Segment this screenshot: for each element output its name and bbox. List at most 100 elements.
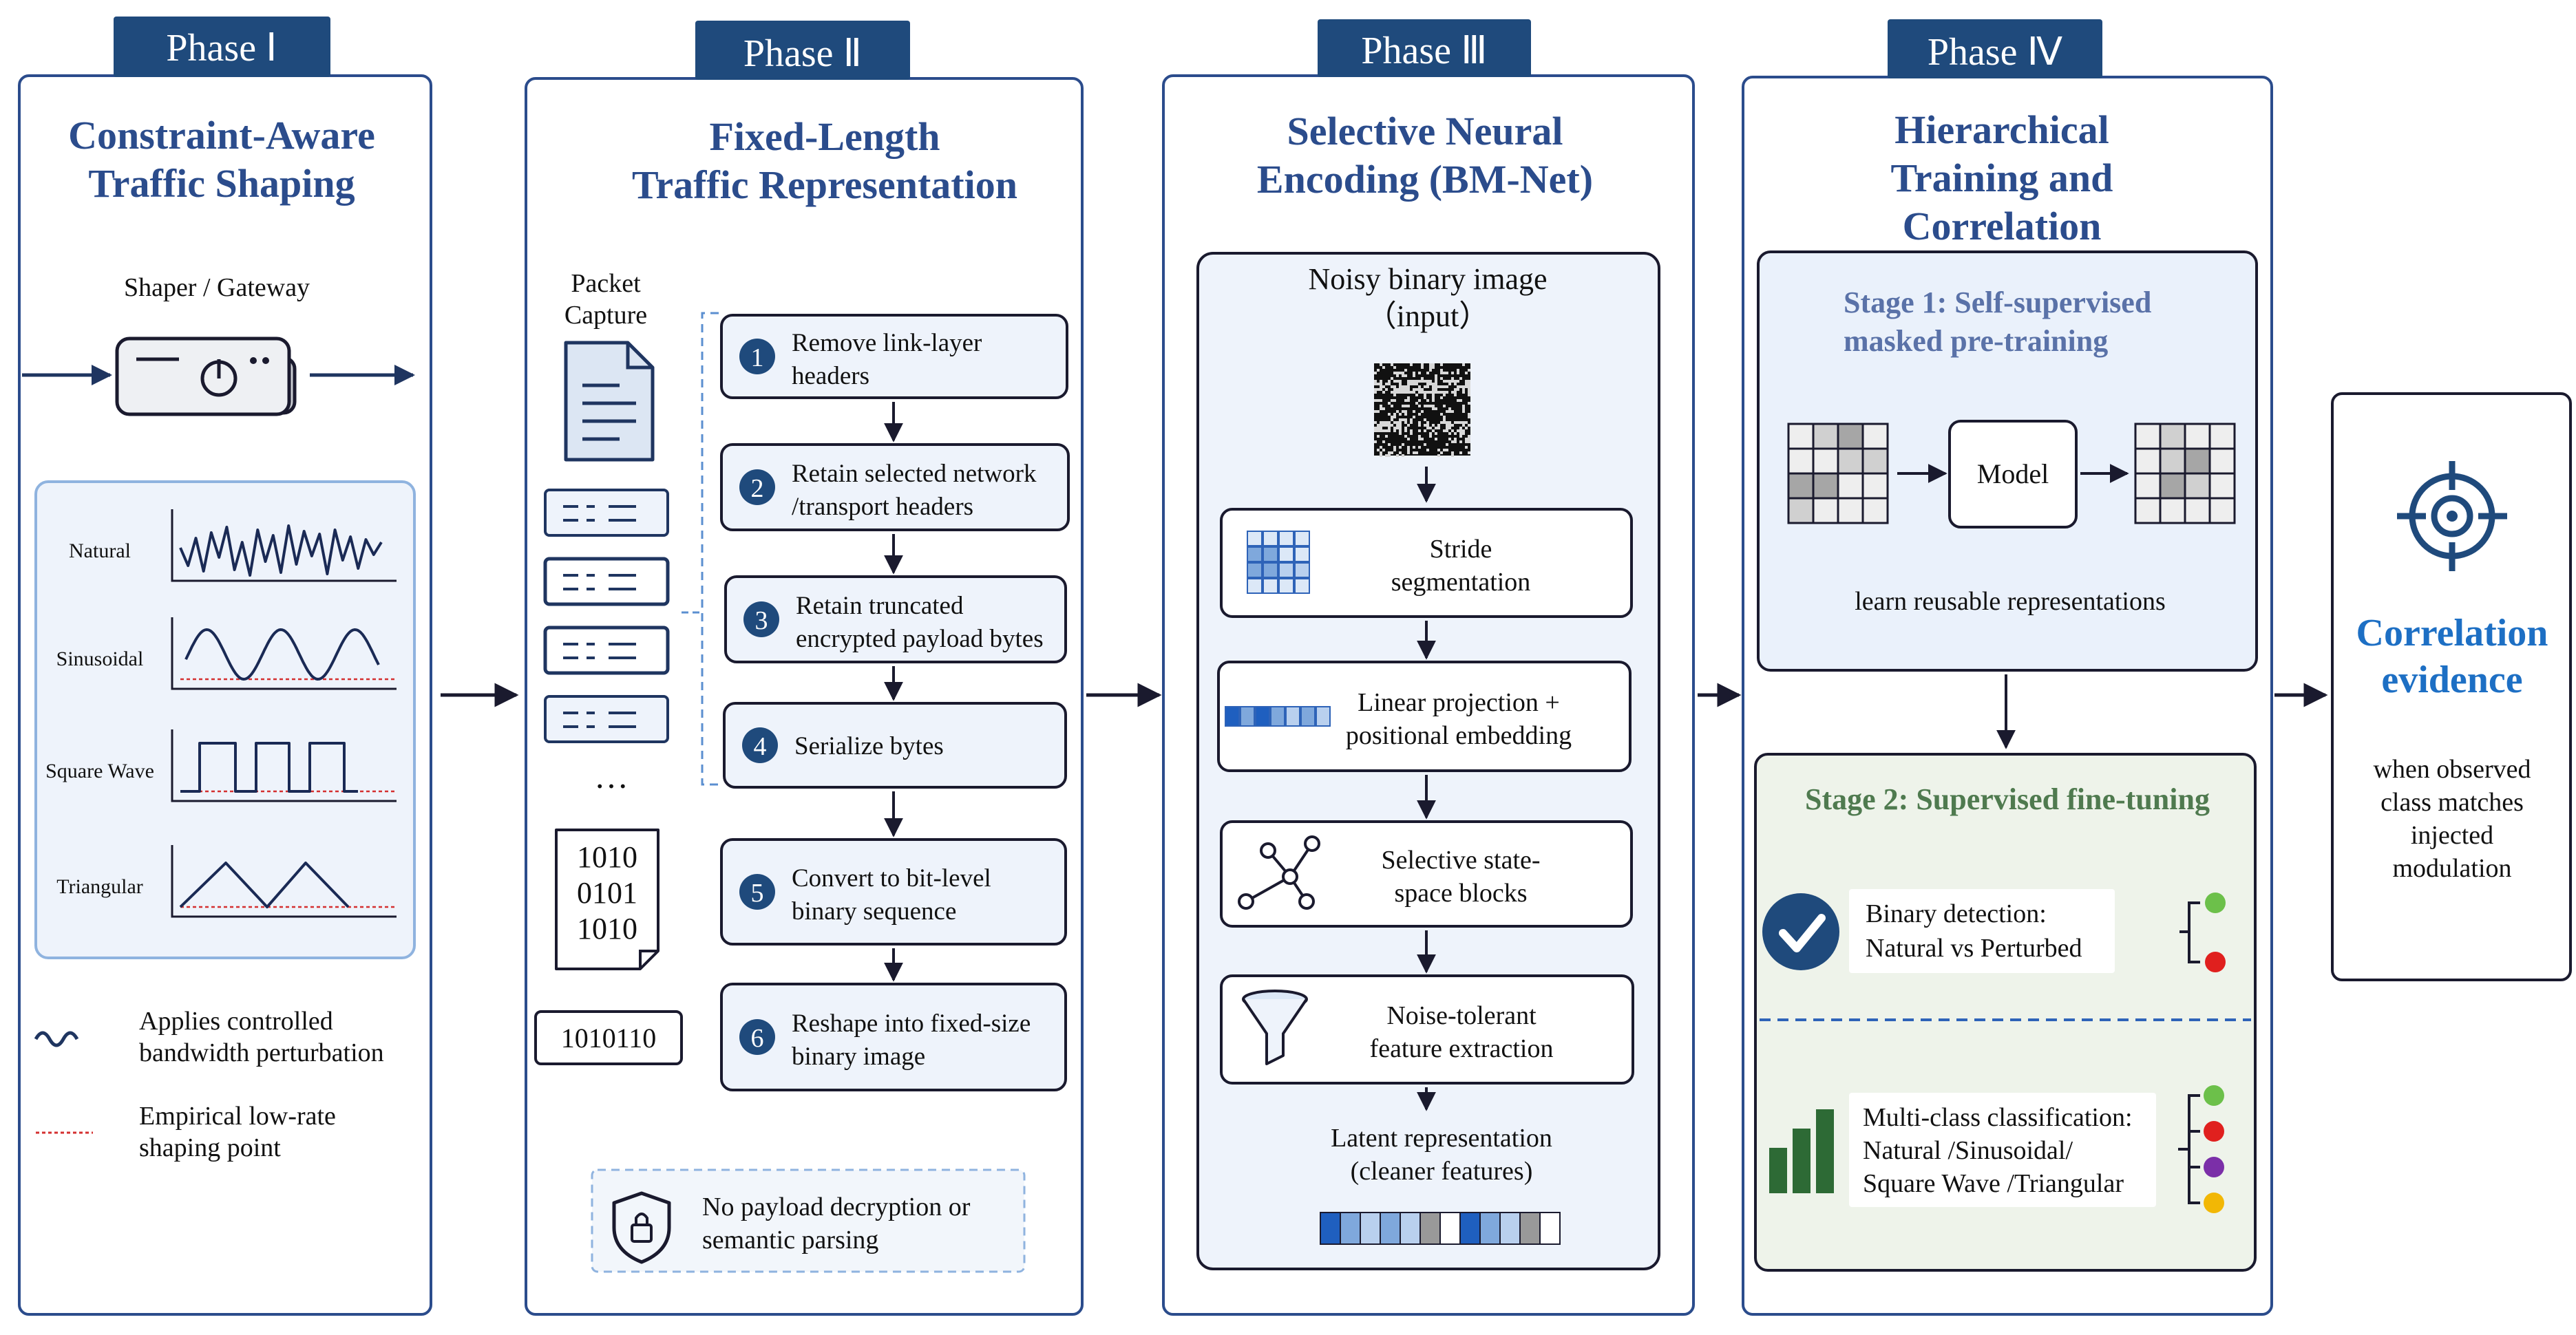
grid-cell <box>2134 472 2162 500</box>
step-label-line2: /transport headers <box>792 493 973 521</box>
output-title-line1: Correlation <box>2356 612 2548 654</box>
noisy-binary-image <box>1374 363 1470 457</box>
model-box <box>1948 420 2078 528</box>
multiclass-line3: Square Wave /Triangular <box>1863 1169 2124 1198</box>
grid-cell <box>1812 497 1839 524</box>
encoder-block: Stride segmentation <box>1220 508 1633 618</box>
latent-vector-strip <box>1320 1212 1561 1245</box>
output-dot-perturbed <box>2205 952 2226 972</box>
grid-cell <box>2184 447 2211 475</box>
output-desc-line3: injected <box>2411 821 2493 850</box>
phase4-title-line2: Training and <box>1891 156 2113 200</box>
grid-cell <box>1861 423 1889 450</box>
grid-cell <box>2208 497 2236 524</box>
step-label-line2: binary image <box>792 1043 925 1071</box>
model-label: Model <box>1977 458 2049 489</box>
grid-cell <box>2184 472 2211 500</box>
output-dot-sinusoidal <box>2204 1121 2224 1142</box>
phase3-tab: Phase Ⅲ <box>1318 19 1531 77</box>
grid-cell <box>1861 447 1889 475</box>
latent-cell <box>1400 1212 1421 1245</box>
step-number-badge <box>743 601 779 637</box>
output-dot-natural <box>2205 893 2226 913</box>
grid-cell <box>1837 447 1864 475</box>
waveform-axes <box>171 845 397 918</box>
bar-chart-icon <box>1769 1109 1834 1193</box>
step-number: 3 <box>755 606 768 635</box>
latent-cell <box>1499 1212 1521 1245</box>
step-label-line2: encrypted payload bytes <box>796 625 1044 653</box>
phase3-tab-label: Phase Ⅲ <box>1361 30 1487 72</box>
step-label-line1: Convert to bit-level <box>792 864 991 893</box>
step-label-line1: Serialize bytes <box>794 732 944 760</box>
latent-cell <box>1519 1212 1541 1245</box>
encoder-block: Linear projection +positional embedding <box>1217 661 1632 772</box>
waveform-axes <box>171 729 397 802</box>
latent-cell <box>1419 1212 1441 1245</box>
grid-cell <box>1861 497 1889 524</box>
step-label-line1: Retain truncated <box>796 592 964 620</box>
privacy-note-line2: semantic parsing <box>702 1226 878 1254</box>
device-label: Shaper / Gateway <box>124 273 310 302</box>
target-icon <box>2397 461 2507 571</box>
bits-line3: 1010 <box>577 912 637 946</box>
stage1-title-line2: masked pre-training <box>1844 324 2108 358</box>
phase1-tab-label: Phase Ⅰ <box>166 27 277 70</box>
step-number: 1 <box>751 343 764 372</box>
waveform-axes <box>171 509 397 582</box>
phase3-title-line2: Encoding (BM-Net) <box>1257 157 1593 202</box>
grid-cell <box>2159 497 2186 524</box>
encoder-block-line1: Stride <box>1430 535 1492 564</box>
stage2-title: Stage 2: Supervised fine-tuning <box>1805 782 2210 816</box>
phase2-title-line2: Traffic Representation <box>632 162 1017 207</box>
step-label-line1: Reshape into fixed-size <box>792 1010 1031 1038</box>
encoder-block-line1: Linear projection + <box>1358 688 1560 717</box>
multiclass-line1: Multi-class classification: <box>1863 1103 2133 1132</box>
phase2-tab: Phase Ⅱ <box>695 21 910 80</box>
phase1-title-line1: Constraint-Aware <box>68 113 375 158</box>
step-number-badge <box>739 874 775 910</box>
process-step: 3 Retain truncated encrypted payload bytes <box>724 575 1067 663</box>
binary-detection-line1: Binary detection: <box>1866 899 2047 928</box>
step-label-line1: Remove link-layer <box>792 329 982 357</box>
grid-cell <box>1812 472 1839 500</box>
bits-line2: 0101 <box>577 876 637 910</box>
input-label-line1: Noisy binary image <box>1308 262 1547 296</box>
grid-icon <box>1247 531 1310 594</box>
binary-output-bracket <box>2179 901 2200 963</box>
phase4-title-line3: Correlation <box>1903 204 2102 248</box>
encoder-block-line2: segmentation <box>1391 568 1531 597</box>
phase4-panel: Phase Ⅳ Hierarchical Training and Correl… <box>1742 19 2273 1316</box>
shield-lock-icon <box>612 1191 671 1264</box>
grid-cell <box>2134 447 2162 475</box>
output-panel: Correlation evidence when observed class… <box>2331 392 2572 981</box>
latent-cell <box>1539 1212 1561 1245</box>
stage1-caption: learn reusable representations <box>1855 587 2166 616</box>
encoder-block-line1: Noise-tolerant <box>1386 1001 1537 1030</box>
waveform-line <box>180 742 358 793</box>
binary-detection-box <box>1849 889 2115 973</box>
latent-label-line1: Latent representation <box>1331 1124 1552 1153</box>
waveform-label: Square Wave <box>45 760 154 782</box>
grid-cell <box>2208 447 2236 475</box>
stage1-title-line1: Stage 1: Self-supervised <box>1844 286 2151 319</box>
step-number: 6 <box>751 1024 764 1053</box>
step-number-badge <box>739 339 775 374</box>
process-step: 6 Reshape into fixed-size binary image <box>720 983 1067 1091</box>
grid-cell <box>1861 472 1889 500</box>
waveform-axes <box>171 617 397 690</box>
grid-cell <box>2184 497 2211 524</box>
legend-line-line1: Empirical low-rate <box>139 1102 336 1131</box>
encoder-block: Selective state-space blocks <box>1220 820 1633 928</box>
packet-ellipsis: … <box>594 757 629 795</box>
latent-cell <box>1340 1212 1361 1245</box>
bits-line1: 1010 <box>577 840 637 874</box>
step-number: 4 <box>754 732 767 761</box>
reconstructed-grid <box>2134 423 2236 524</box>
waveform-label: Sinusoidal <box>56 648 144 670</box>
